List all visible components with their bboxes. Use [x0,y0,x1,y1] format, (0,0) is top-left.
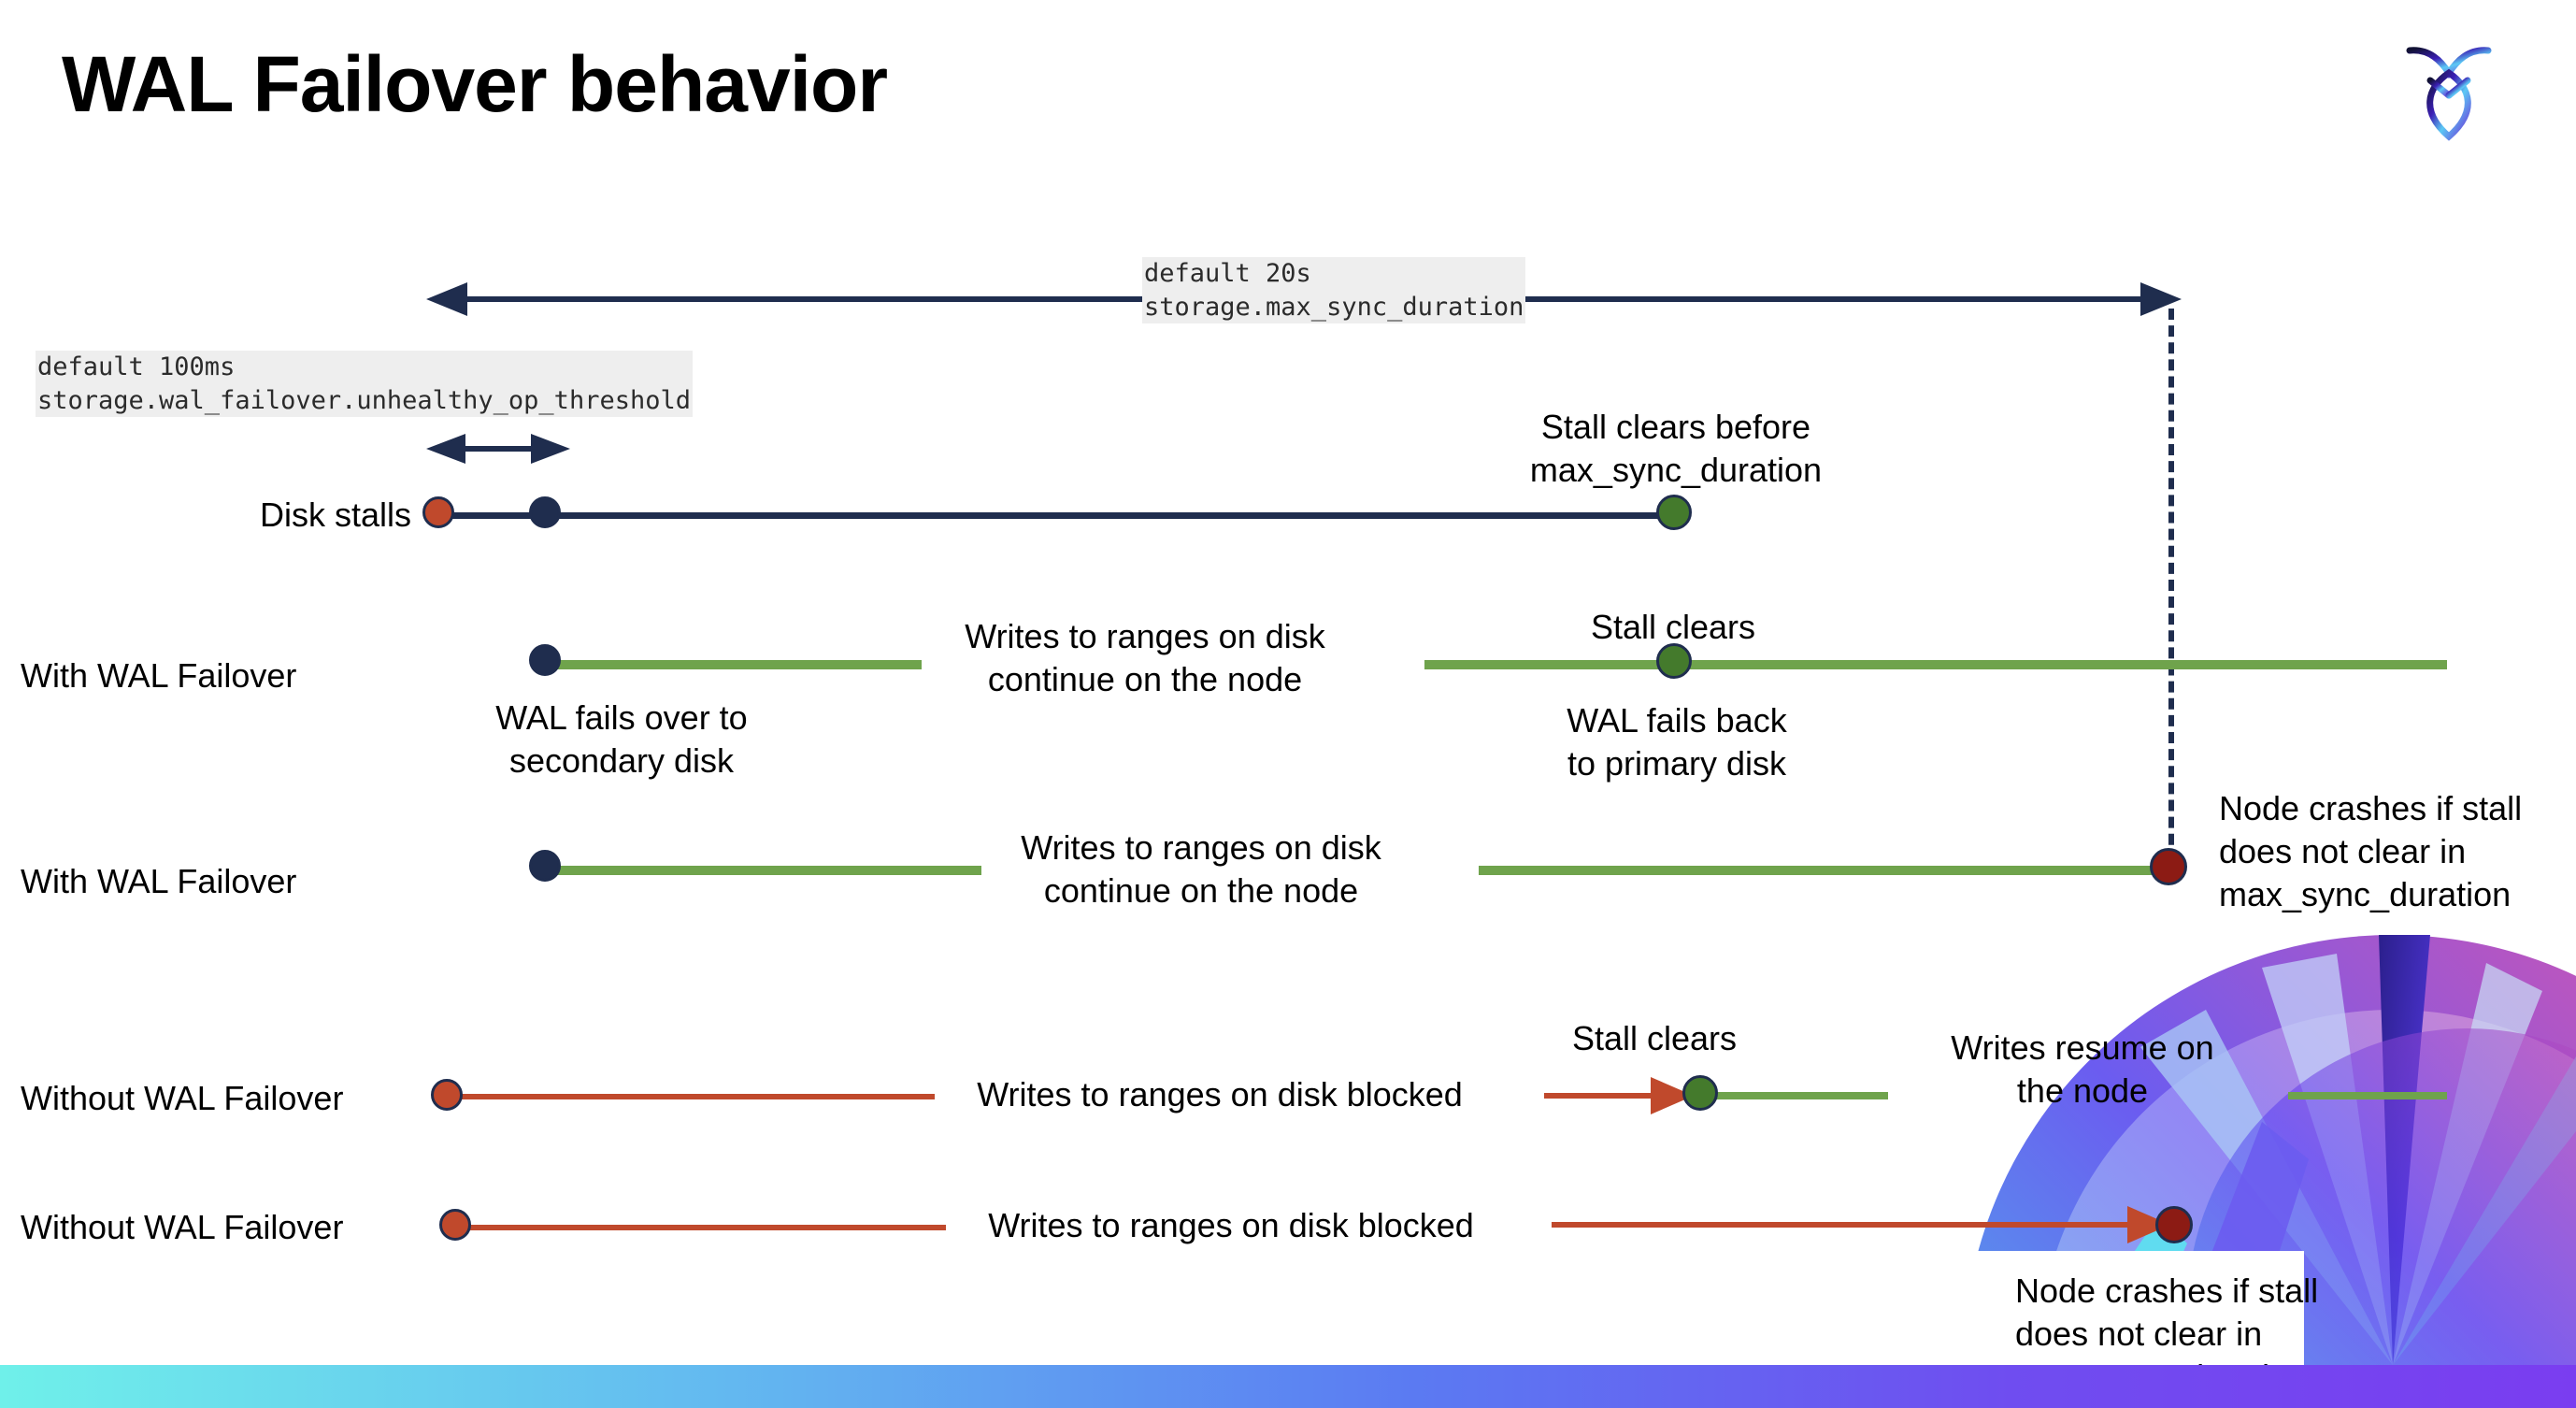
note-wal-fails-over: WAL fails over to secondary disk [495,698,748,781]
page-title: WAL Failover behavior [62,40,888,128]
max-sync-duration-annotation: default 20s storage.max_sync_duration [1142,257,1526,324]
stall-clears-marker [1656,495,1692,530]
wal-failover-start-marker-2 [529,850,561,882]
without-failover-blocked-a [449,1094,935,1099]
disk-stall-timeline [437,512,1671,519]
max-sync-duration-dashed-line [2168,309,2174,879]
wal-failover-start-marker [529,644,561,676]
cockroachdb-logo-icon [2406,47,2492,141]
note-writes-blocked-1: Writes to ranges on disk blocked [977,1075,1463,1113]
note-stall-clears-2: Stall clears [1571,1019,1738,1057]
note-writes-continue-1: Writes to ranges on disk continue on the… [965,617,1325,699]
stall-start-marker-2 [431,1079,463,1111]
without-failover-resume-a [1716,1092,1888,1099]
node-crash-marker-1 [2150,848,2187,885]
stall-start-marker [422,496,454,528]
note-node-crashes-1: Node crashes if stall does not clear in … [2219,789,2523,914]
failover-trigger-marker [529,496,561,528]
stall-clears-marker-2 [1682,1075,1718,1111]
bottom-gradient-bar [0,1365,2576,1408]
row-label-with-wal-failover-1: With WAL Failover [21,656,297,695]
row-label-with-wal-failover-2: With WAL Failover [21,862,297,900]
node-crash-marker-2 [2155,1206,2193,1243]
stall-start-marker-3 [439,1209,471,1241]
note-stall-clears-1: Stall clears [1590,608,1756,646]
note-node-crashes-2: Node crashes if stall does not clear in … [2015,1272,2319,1396]
note-writes-blocked-2: Writes to ranges on disk blocked [988,1206,1474,1244]
without-failover-blocked-b [460,1225,946,1230]
note-writes-resume: Writes resume on the node [1951,1028,2214,1111]
note-stall-clears-before: Stall clears before max_sync_duration [1529,408,1823,490]
row-label-without-wal-failover-2: Without WAL Failover [21,1208,344,1246]
unhealthy-op-threshold-annotation: default 100ms storage.wal_failover.unhea… [36,351,693,418]
row-label-without-wal-failover-1: Without WAL Failover [21,1079,344,1117]
wal-failback-marker [1656,643,1692,679]
note-wal-fails-back: WAL fails back to primary disk [1567,701,1787,783]
with-failover-timeline-a [540,660,922,669]
note-writes-continue-2: Writes to ranges on disk continue on the… [1021,828,1381,911]
without-failover-resume-b [2288,1092,2447,1099]
with-failover-crash-timeline-a [540,866,981,875]
with-failover-crash-timeline-b [1479,866,2170,875]
with-failover-timeline-b [1424,660,2447,669]
row-label-disk-stalls: Disk stalls [259,496,411,534]
